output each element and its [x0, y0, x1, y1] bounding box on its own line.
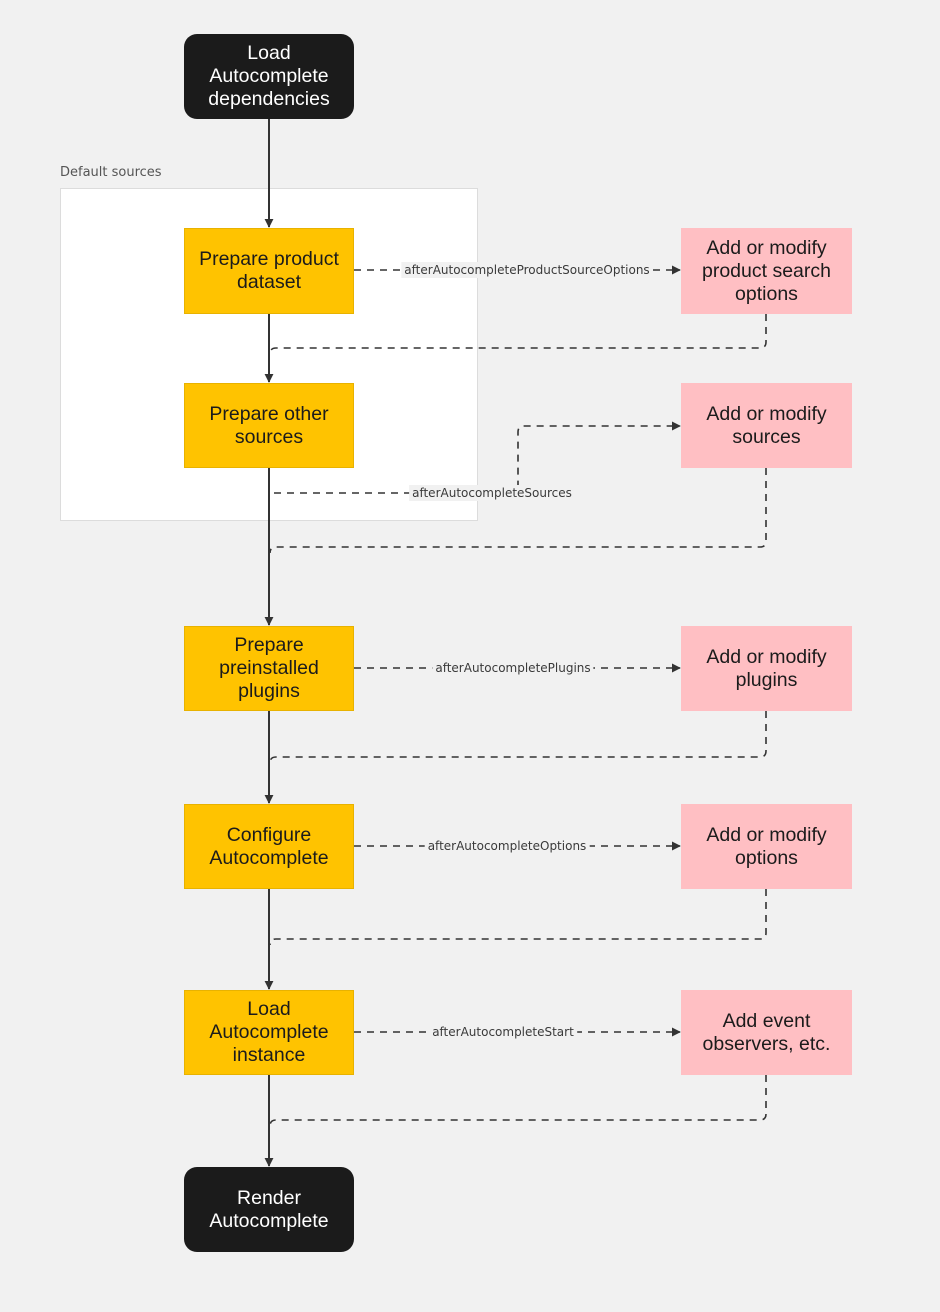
return-edge-sources — [269, 468, 767, 554]
event-label-product-source-options: afterAutocompleteProductSourceOptions — [401, 262, 653, 278]
event-label-options: afterAutocompleteOptions — [424, 838, 590, 854]
node-prepare-other-sources: Prepare other sources — [184, 383, 354, 468]
hook-plugins: Add or modify plugins — [681, 626, 852, 711]
node-configure-autocomplete: Configure Autocomplete — [184, 804, 354, 889]
return-edge-options — [269, 889, 767, 946]
node-load-instance: Load Autocomplete instance — [184, 990, 354, 1075]
node-load-dependencies: Load Autocomplete dependencies — [184, 34, 354, 119]
node-prepare-product-dataset: Prepare product dataset — [184, 228, 354, 314]
hook-sources: Add or modify sources — [681, 383, 852, 468]
return-edge-product — [269, 314, 767, 355]
hook-options: Add or modify options — [681, 804, 852, 889]
default-sources-label: Default sources — [60, 165, 162, 180]
event-label-sources: afterAutocompleteSources — [409, 485, 575, 501]
event-label-start: afterAutocompleteStart — [429, 1024, 577, 1040]
return-edge-start — [269, 1075, 767, 1127]
node-prepare-plugins: Prepare preinstalled plugins — [184, 626, 354, 711]
node-render-autocomplete: Render Autocomplete — [184, 1167, 354, 1252]
return-edge-plugins — [269, 711, 767, 764]
hook-product-search-options: Add or modify product search options — [681, 228, 852, 314]
hook-event-observers: Add event observers, etc. — [681, 990, 852, 1075]
event-label-plugins: afterAutocompletePlugins — [432, 660, 594, 676]
